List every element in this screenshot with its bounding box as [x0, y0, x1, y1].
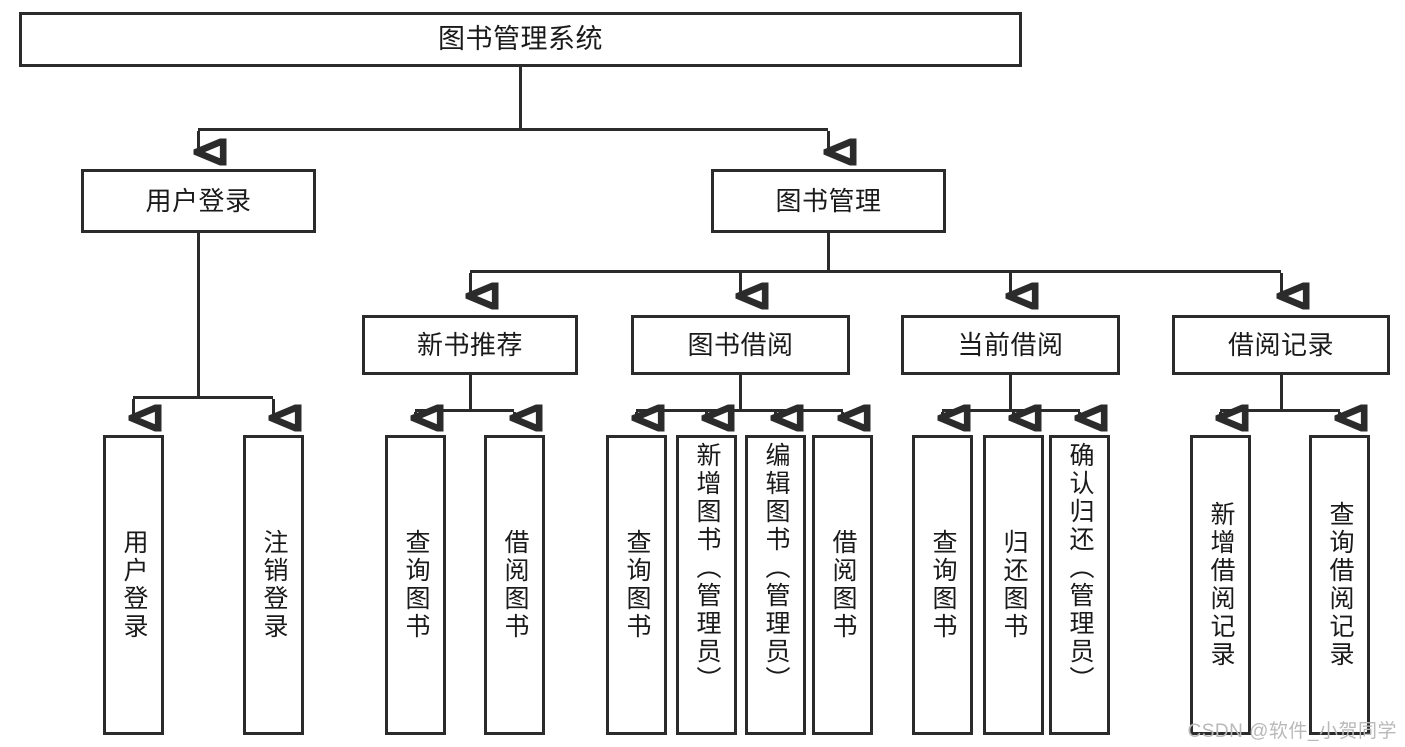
node-label: 新增图书（管理员）: [693, 442, 721, 694]
node-label: 注销登录: [260, 529, 288, 641]
node-label: 查询图书: [402, 529, 430, 641]
leaf-add-book-admin[interactable]: 新增图书（管理员）: [676, 435, 737, 735]
leaf-borrow-book-recommendation[interactable]: 借阅图书: [484, 435, 545, 735]
node-label: 图书管理: [775, 185, 882, 216]
node-label: 查询图书: [929, 529, 957, 641]
node-label: 确认归还（管理员）: [1066, 442, 1094, 694]
node-borrow-records[interactable]: 借阅记录: [1172, 315, 1390, 375]
leaf-query-book-borrowing[interactable]: 查询图书: [606, 435, 667, 735]
leaf-borrow-book[interactable]: 借阅图书: [812, 435, 873, 735]
node-label: 用户登录: [145, 185, 252, 216]
node-label: 图书管理系统: [438, 23, 603, 54]
leaf-logout[interactable]: 注销登录: [243, 435, 304, 735]
node-user-login[interactable]: 用户登录: [81, 169, 316, 233]
node-label: 借阅记录: [1227, 329, 1334, 360]
leaf-add-borrow-record[interactable]: 新增借阅记录: [1190, 435, 1251, 735]
leaf-query-book-recommendation[interactable]: 查询图书: [385, 435, 446, 735]
node-book-management[interactable]: 图书管理: [711, 169, 946, 233]
node-label: 图书借阅: [687, 329, 794, 360]
node-label: 当前借阅: [957, 329, 1064, 360]
leaf-query-book-current[interactable]: 查询图书: [912, 435, 973, 735]
leaf-query-borrow-record[interactable]: 查询借阅记录: [1309, 435, 1370, 735]
node-label: 新书推荐: [416, 329, 523, 360]
node-label: 用户登录: [120, 529, 148, 641]
node-label: 借阅图书: [501, 529, 529, 641]
node-root-system[interactable]: 图书管理系统: [19, 12, 1022, 67]
watermark-text: CSDN @软件_小贺同学: [1187, 721, 1397, 742]
leaf-return-book[interactable]: 归还图书: [983, 435, 1044, 735]
node-book-borrowing[interactable]: 图书借阅: [631, 315, 850, 375]
leaf-user-login[interactable]: 用户登录: [103, 435, 164, 735]
node-label: 新增借阅记录: [1207, 501, 1235, 669]
node-label: 借阅图书: [829, 529, 857, 641]
node-label: 查询借阅记录: [1326, 501, 1354, 669]
node-label: 编辑图书（管理员）: [762, 442, 790, 694]
leaf-edit-book-admin[interactable]: 编辑图书（管理员）: [745, 435, 806, 735]
node-label: 查询图书: [623, 529, 651, 641]
node-new-book-recommendation[interactable]: 新书推荐: [362, 315, 578, 375]
node-current-borrowing[interactable]: 当前借阅: [901, 315, 1120, 375]
leaf-confirm-return-admin[interactable]: 确认归还（管理员）: [1049, 435, 1110, 735]
node-label: 归还图书: [1000, 529, 1028, 641]
